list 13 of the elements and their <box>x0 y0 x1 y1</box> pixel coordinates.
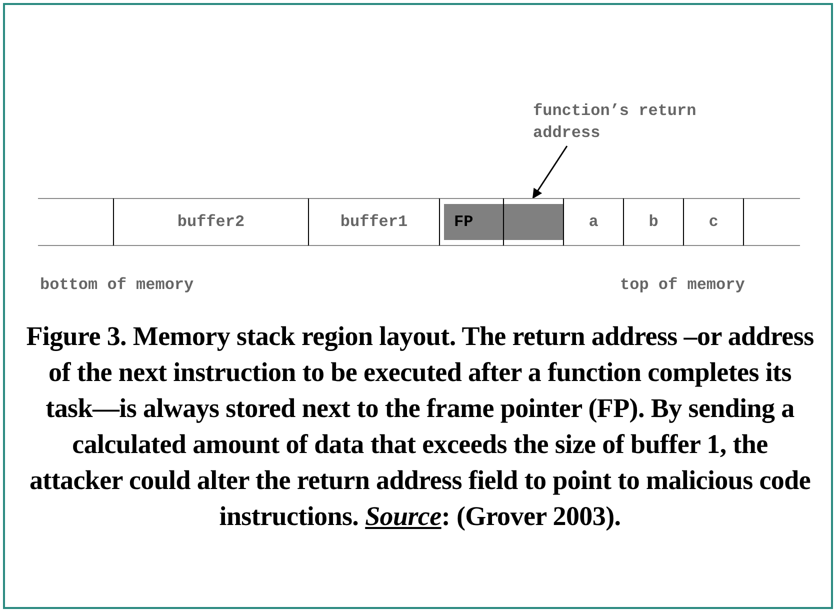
memory-cell <box>743 198 800 246</box>
memory-cell: b <box>623 198 683 246</box>
memory-cell: buffer2 <box>113 198 308 246</box>
memory-end-label: bottom of memory <box>40 276 194 294</box>
figure-caption: Figure 3. Memory stack region layout. The return address –or address of the next instruction to be executed after a function completes its task—is always stored next to the frame pointer (FP). By sending a calculated amount of data that exceeds the size of buffer 1, the attacker could alter the return address field to point to malicious code instructions. Source: (Grover 2003). <box>25 320 815 533</box>
memory-end-label: top of memory <box>620 276 745 294</box>
leader-arrow <box>532 146 568 199</box>
memory-cell <box>503 198 563 246</box>
memory-cell: a <box>563 198 623 246</box>
memory-cell: FP <box>439 198 503 246</box>
memory-cell: c <box>683 198 743 246</box>
callout-label: function’s return address <box>533 100 723 144</box>
memory-cell <box>38 198 113 246</box>
